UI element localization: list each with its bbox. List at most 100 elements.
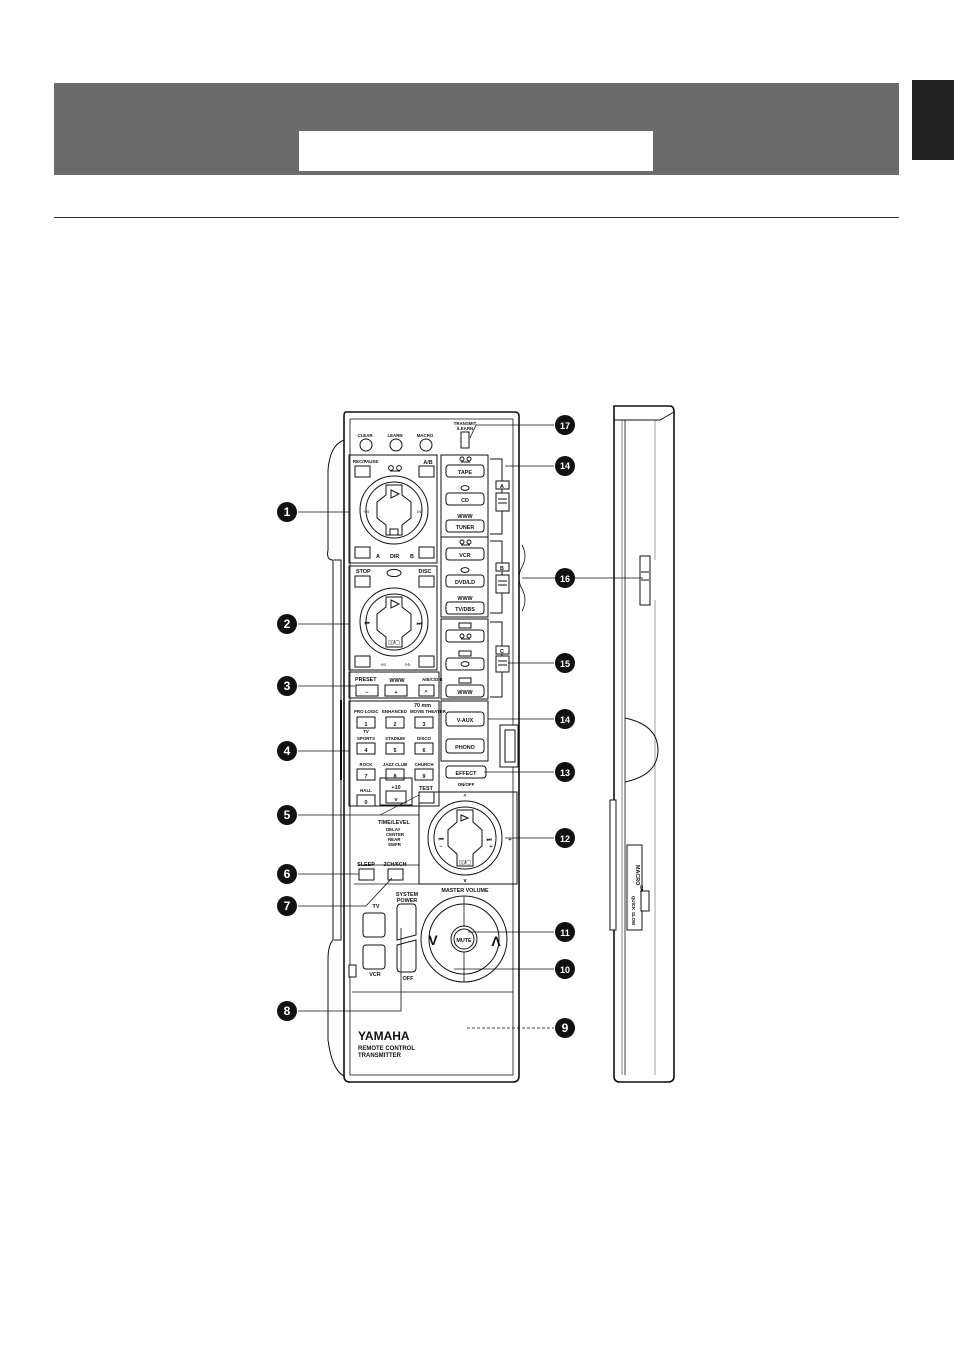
test-label: TEST bbox=[419, 786, 433, 792]
preset-plus-button[interactable] bbox=[384, 684, 408, 697]
test-button[interactable] bbox=[418, 791, 435, 804]
callout-number: 10 bbox=[560, 965, 570, 975]
callout-16 bbox=[555, 568, 575, 588]
master-volume-label: MASTER VOLUME bbox=[441, 888, 489, 894]
deck-2-left-button[interactable] bbox=[354, 655, 371, 668]
rec-pause-button[interactable] bbox=[354, 465, 371, 478]
effect-section: EFFECT ON/OFF bbox=[445, 765, 487, 787]
switch-a[interactable] bbox=[495, 492, 510, 512]
tape-button[interactable] bbox=[445, 464, 485, 478]
skip-back-icon[interactable]: ⏮ bbox=[439, 837, 444, 843]
deck-2-stop-button[interactable] bbox=[354, 575, 371, 588]
dsp-key-1[interactable] bbox=[356, 716, 376, 729]
dsp-key-5[interactable] bbox=[385, 742, 405, 755]
source-c2-button[interactable] bbox=[445, 657, 485, 671]
plus10-button[interactable] bbox=[385, 790, 407, 804]
switch-c-label: C bbox=[500, 649, 504, 655]
dsp-extra: +10 v TEST bbox=[379, 777, 435, 806]
callout-number: 17 bbox=[560, 421, 570, 431]
source-c3-button[interactable] bbox=[445, 684, 485, 698]
sleep-button[interactable] bbox=[358, 868, 375, 881]
switch-c[interactable] bbox=[495, 655, 510, 673]
vcr-power-button[interactable] bbox=[362, 944, 386, 970]
deck-1-b-button[interactable] bbox=[418, 546, 435, 559]
transmit-learn-indicator bbox=[460, 431, 470, 449]
callout-14-tape bbox=[555, 456, 575, 476]
level-pad[interactable] bbox=[427, 800, 503, 876]
forward-icon[interactable]: ▹▹ bbox=[417, 509, 423, 515]
dsp-key-4[interactable] bbox=[356, 742, 376, 755]
volume-section: MASTER VOLUME MUTE V Λ bbox=[352, 888, 513, 993]
cd-button[interactable] bbox=[445, 492, 485, 506]
pause-stop-icon[interactable]: ▯▯/▢ bbox=[388, 640, 401, 646]
skip-back-icon[interactable]: ⏮ bbox=[365, 621, 370, 627]
rewind-icon[interactable]: ◃◃ bbox=[363, 509, 369, 515]
tv-power-label: TV bbox=[373, 904, 380, 910]
tape-icon bbox=[388, 465, 402, 472]
disc-icon bbox=[386, 568, 402, 578]
stop-icon[interactable] bbox=[389, 528, 399, 536]
callout-1 bbox=[277, 502, 297, 522]
macro-button[interactable] bbox=[419, 438, 433, 452]
deck-2-cross-pad[interactable] bbox=[359, 587, 429, 657]
pause-stop-icon[interactable]: ▯▯/▢ bbox=[459, 860, 472, 866]
tuner-button[interactable] bbox=[445, 519, 485, 533]
dsp-key-2[interactable] bbox=[385, 716, 405, 729]
volume-up-icon[interactable]: Λ bbox=[491, 933, 501, 949]
brand-logo: YAMAHA bbox=[358, 1029, 410, 1043]
dsp-key-6[interactable] bbox=[414, 742, 434, 755]
switch-a-label: A bbox=[500, 484, 504, 490]
phono-button[interactable] bbox=[445, 738, 485, 754]
dsp-key-9[interactable] bbox=[414, 768, 434, 781]
dvd-ld-label: DVD/LD bbox=[455, 580, 475, 586]
dir-label: DIR bbox=[390, 554, 399, 560]
preset-group-button[interactable] bbox=[418, 684, 435, 697]
vaux-button[interactable] bbox=[445, 711, 485, 727]
enhanced-label: ENHANCED bbox=[382, 709, 407, 714]
a-label: A bbox=[376, 554, 380, 560]
tv-dbs-button[interactable] bbox=[445, 601, 485, 615]
skip-forward-icon[interactable]: ⏭ bbox=[417, 621, 422, 627]
vcr-source-button[interactable] bbox=[445, 547, 485, 561]
center-label: CENTER bbox=[386, 832, 405, 837]
tv-power-button[interactable] bbox=[362, 912, 386, 938]
dsp-key-number: 5 bbox=[394, 748, 397, 754]
play-icon[interactable] bbox=[390, 599, 401, 609]
learn-button[interactable] bbox=[389, 438, 403, 452]
dsp-key-3[interactable] bbox=[414, 716, 434, 729]
clear-button[interactable] bbox=[359, 438, 373, 452]
play-icon[interactable] bbox=[390, 489, 401, 499]
dsp-key-0[interactable] bbox=[356, 794, 376, 807]
ab-button[interactable] bbox=[418, 465, 435, 478]
volume-down-icon[interactable]: V bbox=[428, 932, 438, 948]
source-group-c: WWW bbox=[440, 618, 503, 700]
callout-13 bbox=[555, 762, 575, 782]
dsp-key-7[interactable] bbox=[356, 768, 376, 781]
deck-2-right-button[interactable] bbox=[418, 655, 435, 668]
dsp-key-8[interactable] bbox=[385, 768, 405, 781]
dsp-key-name: CHURCH bbox=[414, 762, 433, 767]
source-c1-button[interactable] bbox=[445, 629, 485, 643]
callout-number: 16 bbox=[560, 574, 570, 584]
power-on-button[interactable] bbox=[396, 903, 417, 941]
preset-label: PRESET bbox=[355, 677, 377, 683]
tuner-icon: WWW bbox=[457, 690, 473, 696]
side-macro-switch[interactable] bbox=[640, 890, 650, 912]
deck-1-a-button[interactable] bbox=[354, 546, 371, 559]
power-off-button[interactable] bbox=[396, 939, 417, 973]
side-off-label: OFF bbox=[639, 885, 644, 894]
switch-b[interactable] bbox=[495, 574, 510, 594]
play-icon[interactable] bbox=[460, 814, 470, 822]
dvd-ld-button[interactable] bbox=[445, 574, 485, 588]
learn-sub-label: /LEARN bbox=[457, 426, 473, 431]
ab-label: A/B bbox=[423, 460, 432, 466]
mute-button[interactable] bbox=[450, 925, 478, 953]
deck-2-disc-button[interactable] bbox=[418, 575, 435, 588]
callout-5 bbox=[277, 805, 297, 825]
callout-number: 14 bbox=[560, 461, 570, 471]
deck-1-cross-pad[interactable] bbox=[359, 475, 429, 545]
preset-minus-button[interactable] bbox=[355, 684, 379, 697]
ch-button[interactable] bbox=[387, 868, 404, 881]
skip-forward-icon[interactable]: ⏭ bbox=[487, 837, 492, 843]
callout-number: 14 bbox=[560, 715, 570, 725]
